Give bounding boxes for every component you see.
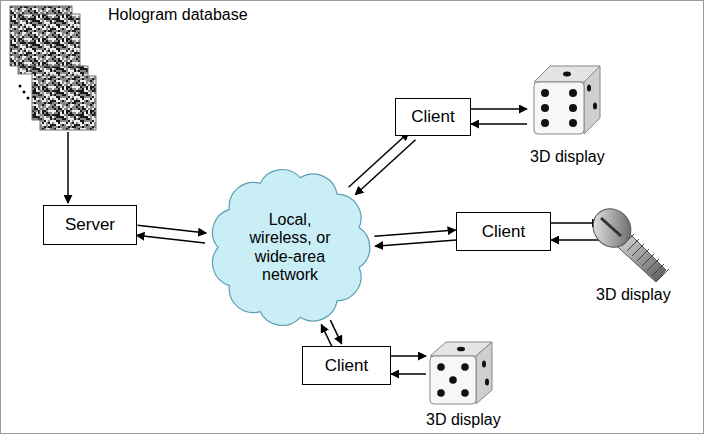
- screw-figure: [585, 201, 669, 282]
- node-text: Client: [325, 356, 368, 376]
- node-text: Client: [411, 107, 454, 127]
- network-arrow: [355, 140, 415, 195]
- display-label: 3D display: [426, 411, 501, 429]
- client-box: Client: [302, 346, 391, 385]
- display-label: 3D display: [530, 148, 605, 166]
- client-box: Client: [395, 98, 471, 136]
- network-arrow: [138, 225, 207, 233]
- node-text: Client: [482, 222, 525, 242]
- node-text: Local, wireless, or wide-area network: [244, 211, 336, 285]
- display-label: 3D display: [596, 286, 671, 304]
- hologram-stack: [10, 6, 96, 130]
- die-figure: [534, 66, 600, 134]
- client-box: Client: [456, 212, 551, 251]
- die-figure: [430, 342, 492, 404]
- server-box: Server: [43, 205, 137, 245]
- network-arrow: [374, 230, 455, 236]
- network-arrow: [136, 235, 205, 243]
- database-label: Hologram database: [108, 6, 248, 24]
- database-arrow: [67, 132, 69, 203]
- network-arrow: [349, 132, 409, 187]
- node-text: Server: [65, 215, 115, 235]
- network-arrow: [330, 320, 341, 344]
- network-cloud: Local, wireless, or wide-area network: [205, 165, 375, 330]
- network-arrow: [321, 324, 332, 348]
- network-arrow: [375, 240, 456, 246]
